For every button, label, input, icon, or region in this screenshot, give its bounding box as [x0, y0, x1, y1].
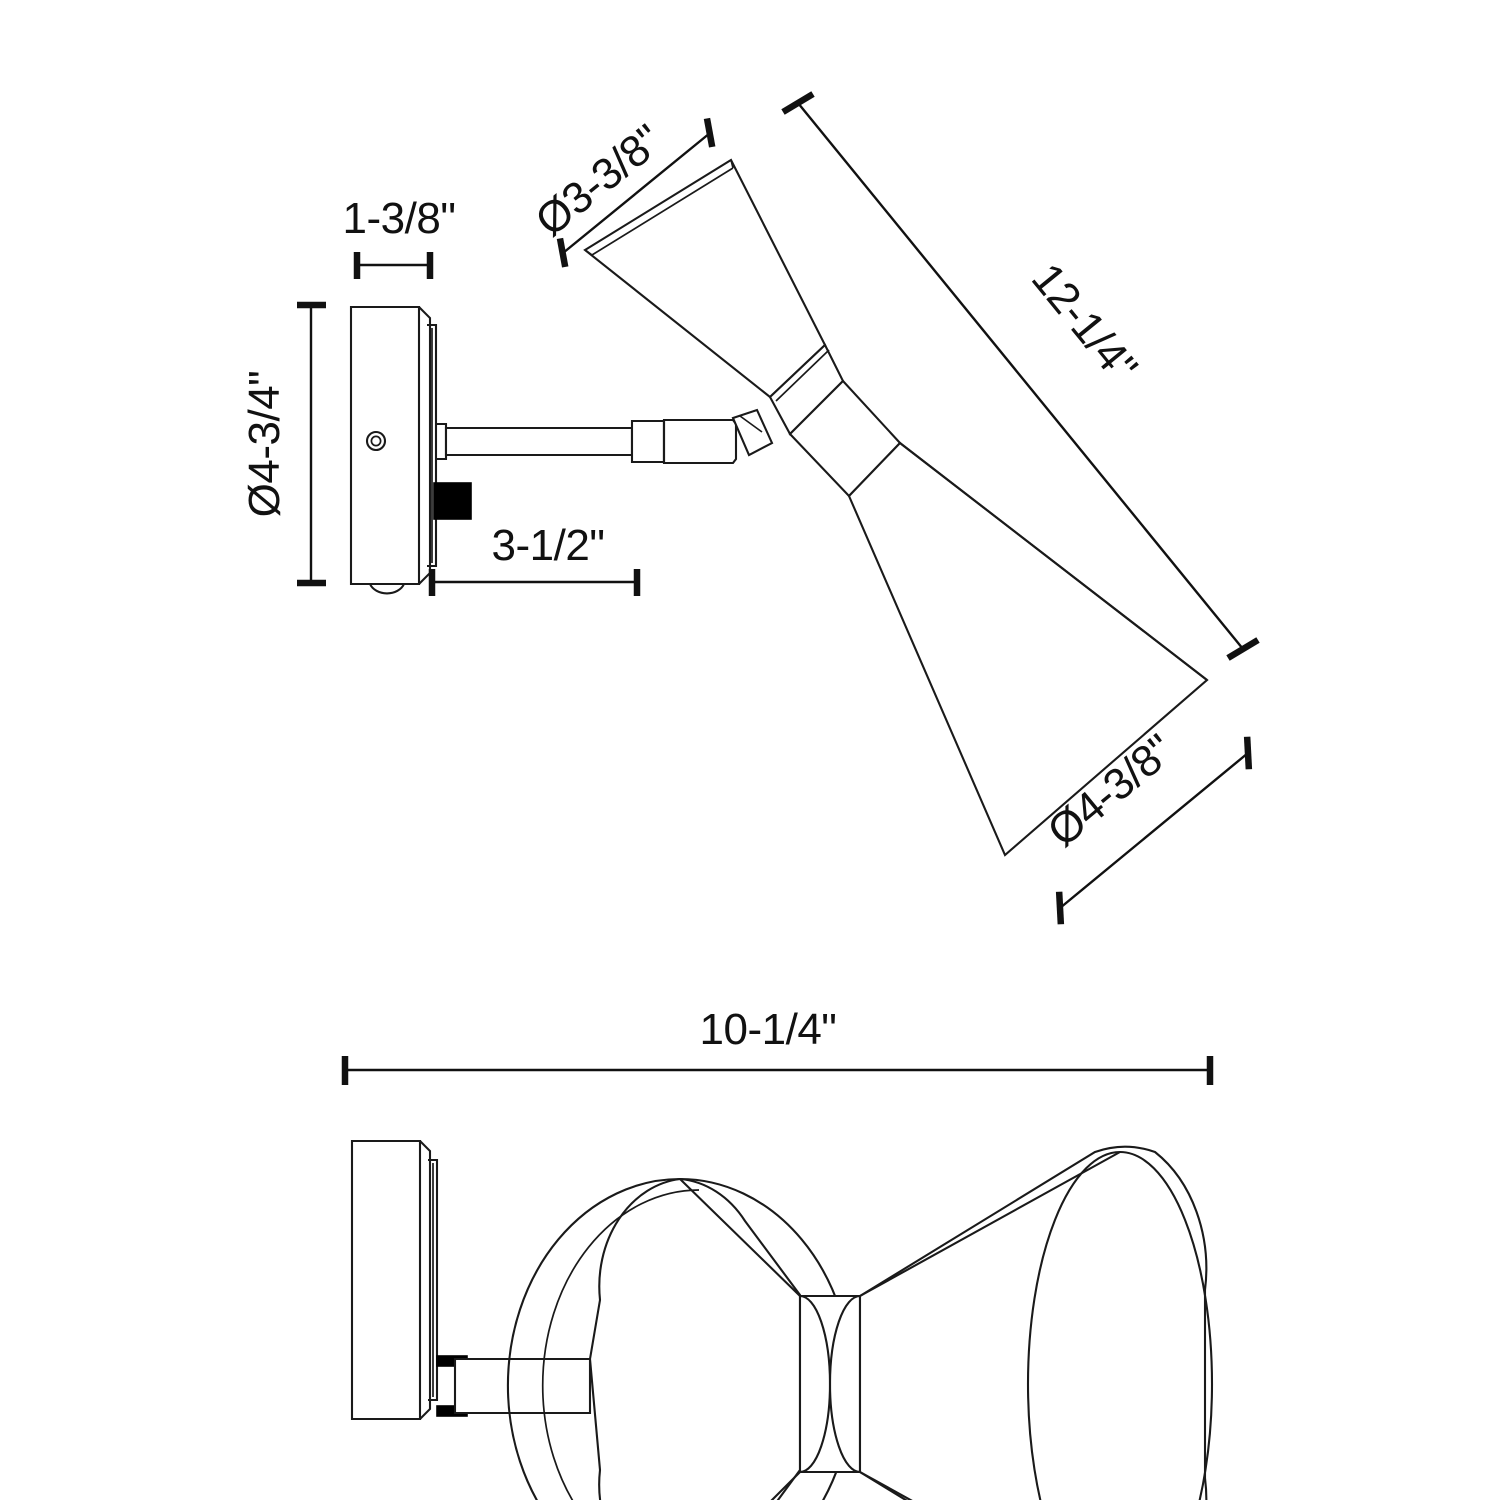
backplate-bevel — [418, 306, 432, 585]
dim-large-cone-diameter-line — [1059, 752, 1249, 909]
dim-overall-fixture-length-tick-top — [781, 91, 815, 115]
dim-small-cone-diameter-tick-high — [703, 117, 716, 148]
wall-backplate — [349, 305, 438, 595]
backplate-ring-outer — [427, 323, 438, 568]
dim-backplate-diameter-label: Ø4-3/4" — [240, 371, 289, 518]
dim-large-cone-diameter-tick-high — [1243, 736, 1253, 770]
small-cone-body — [583, 158, 827, 399]
arm-tube — [444, 426, 634, 457]
dim-overall-width: 10-1/4" — [341, 1005, 1214, 1085]
dim-small-cone-diameter-line — [562, 132, 711, 254]
plan-small-cone-taper-top — [679, 1178, 801, 1297]
plan-backplate-bevel — [419, 1140, 432, 1420]
plan-coupler-ellipse-right — [828, 1294, 861, 1474]
dim-overall-fixture-length-line — [797, 102, 1244, 650]
pivot-joint-block — [731, 408, 774, 457]
arm-knuckle-sleeve-a — [630, 419, 666, 464]
plan-large-cone-rim-ellipse — [1026, 1150, 1214, 1500]
dim-backplate-diameter: Ø4-3/4" — [240, 301, 326, 587]
screw-boss-outer-icon — [365, 430, 387, 452]
plan-arm-tube — [453, 1357, 592, 1415]
plan-small-cone-body — [588, 1177, 802, 1500]
plan-large-cone-shade — [858, 1145, 1214, 1500]
plan-center-coupler — [798, 1294, 862, 1474]
dim-overall-width-label: 10-1/4" — [700, 1005, 837, 1054]
large-cone-body — [847, 441, 1209, 857]
switch-block — [433, 482, 472, 520]
support-arm — [436, 408, 774, 465]
pivot-joint-crease — [739, 415, 763, 433]
side-elevation-view: 1-3/8" Ø4-3/4" 3-1/2" Ø3-3/8" — [240, 91, 1260, 925]
backplate-bottom-lug — [369, 583, 405, 595]
screw-boss-inner-icon — [370, 435, 382, 447]
plan-support-arm — [436, 1355, 592, 1417]
small-cone-rim-inner — [591, 167, 734, 256]
plan-small-cone-rim-ellipse — [506, 1177, 854, 1500]
arm-collar-base — [436, 422, 448, 461]
plan-small-cone-rim-inner — [541, 1189, 700, 1500]
small-cone-rim-edge-right — [730, 159, 734, 169]
dim-overall-fixture-length-label: 12-1/4" — [1022, 254, 1146, 391]
plan-backplate-ring-outer — [428, 1158, 439, 1402]
dim-large-cone-diameter-tick-low — [1055, 891, 1065, 925]
dim-arm-length-label: 3-1/2" — [492, 521, 605, 570]
dim-small-cone-diameter-tick-low — [556, 237, 569, 268]
large-cone-shade — [847, 441, 1209, 857]
dim-overall-fixture-length-tick-bottom — [1226, 637, 1260, 661]
dim-backplate-depth: 1-3/8" — [343, 194, 456, 279]
small-cone-neck-crease — [775, 349, 830, 402]
small-cone-shade — [583, 158, 845, 436]
front-plan-view: 10-1/4" — [341, 1005, 1214, 1500]
large-cone-edge-upper — [899, 442, 1208, 681]
arm-knuckle-sleeve-b — [662, 418, 738, 465]
backplate-body — [349, 305, 421, 586]
dim-backplate-depth-label: 1-3/8" — [343, 194, 456, 243]
plan-backplate-body — [350, 1139, 422, 1421]
plan-large-cone-taper-top — [859, 1151, 1121, 1297]
plan-small-cone-taper-bottom — [770, 1471, 801, 1500]
small-cone-rim-edge-left — [584, 249, 593, 256]
plan-wall-backplate — [350, 1139, 439, 1421]
dim-arm-length: 3-1/2" — [428, 521, 641, 596]
plan-small-cone-shade — [506, 1177, 854, 1500]
plan-large-cone-taper-bottom — [859, 1471, 913, 1500]
